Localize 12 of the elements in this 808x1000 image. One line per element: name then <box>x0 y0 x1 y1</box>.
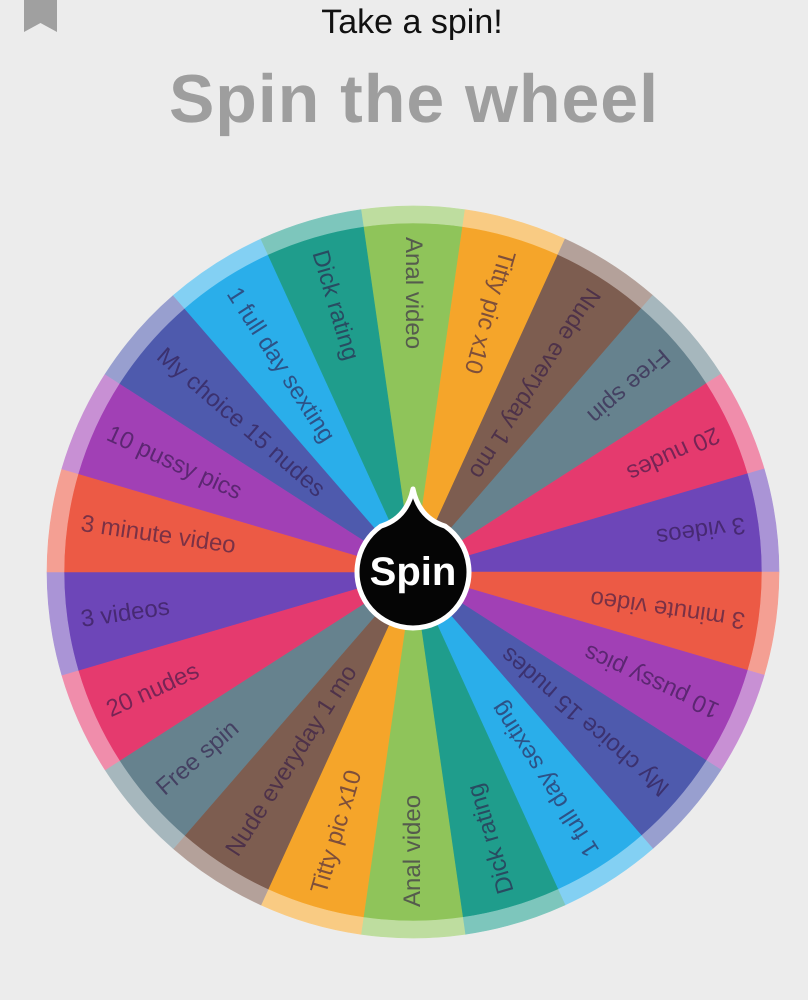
segment-label: 3 minute video <box>588 584 747 634</box>
page-title: Spin the wheel <box>168 60 660 139</box>
segment-label: 3 videos <box>79 593 172 634</box>
segment-label: 3 minute video <box>79 510 238 560</box>
segment-label: Anal video <box>399 237 427 350</box>
segment-label: Titty pic x10 <box>305 767 368 898</box>
segment-label: 3 videos <box>654 510 747 551</box>
heading-text: Take a spin! <box>320 2 504 42</box>
segment-label: Dick rating <box>305 246 364 364</box>
segment-label: Titty pic x10 <box>458 246 521 376</box>
segment-label: Dick rating <box>462 780 521 898</box>
segment-label: Anal video <box>399 794 427 907</box>
